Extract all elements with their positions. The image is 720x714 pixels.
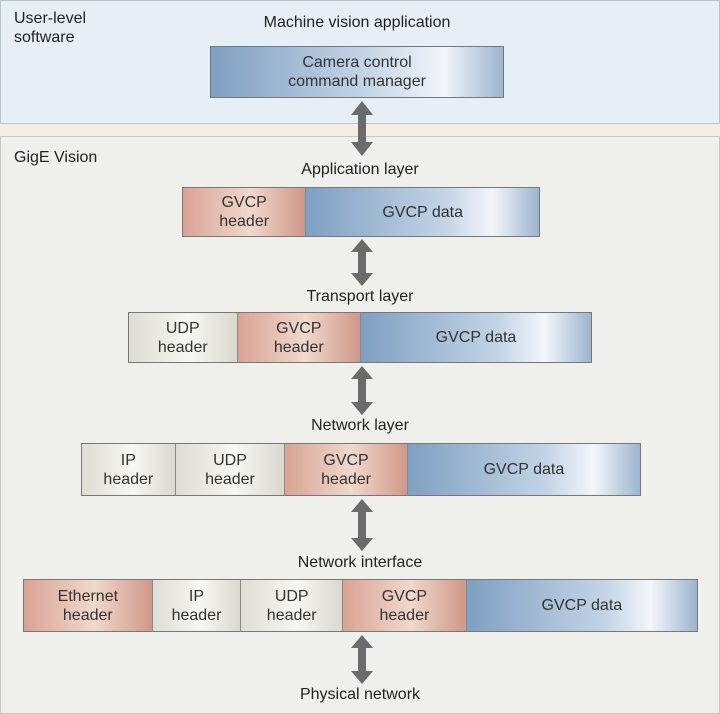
- transport-layer-label: Transport layer: [306, 288, 414, 305]
- gige-vision-label: GigE Vision: [14, 149, 98, 166]
- udp-header-cell: UDP header: [175, 444, 286, 495]
- gvcp-header-cell: GVCP header: [285, 444, 408, 495]
- camera-control-box: Camera control command manager: [210, 46, 504, 98]
- gvcp-data-cell: GVCP data: [466, 580, 698, 631]
- double-arrow-icon: [351, 635, 373, 684]
- network-layer-label: Network layer: [311, 417, 409, 434]
- udp-header-cell: UDP header: [241, 580, 344, 631]
- transport-layer-packet: UDP header GVCP header GVCP data: [128, 312, 592, 363]
- application-layer-label: Application layer: [301, 161, 419, 178]
- application-layer-packet: GVCP header GVCP data: [182, 187, 540, 237]
- udp-header-cell: UDP header: [129, 313, 238, 362]
- double-arrow-icon: [351, 101, 373, 156]
- gvcp-data-cell: GVCP data: [361, 313, 591, 362]
- machine-vision-title: Machine vision application: [263, 14, 451, 31]
- physical-network-label: Physical network: [299, 686, 421, 703]
- gvcp-header-cell: GVCP header: [343, 580, 467, 631]
- double-arrow-icon: [351, 366, 373, 415]
- double-arrow-icon: [351, 499, 373, 551]
- double-arrow-icon: [351, 239, 373, 286]
- gvcp-header-cell: GVCP header: [183, 188, 307, 236]
- ethernet-header-cell: Ethernet header: [24, 580, 153, 631]
- network-interface-packet: Ethernet header IP header UDP header GVC…: [23, 579, 698, 632]
- gvcp-data-cell: GVCP data: [407, 444, 640, 495]
- ip-header-cell: IP header: [82, 444, 176, 495]
- user-level-label: User-level software: [14, 10, 87, 46]
- gvcp-header-cell: GVCP header: [237, 313, 361, 362]
- ip-header-cell: IP header: [152, 580, 242, 631]
- network-interface-label: Network interface: [297, 554, 423, 571]
- gvcp-data-cell: GVCP data: [306, 188, 539, 236]
- network-layer-packet: IP header UDP header GVCP header GVCP da…: [81, 443, 641, 496]
